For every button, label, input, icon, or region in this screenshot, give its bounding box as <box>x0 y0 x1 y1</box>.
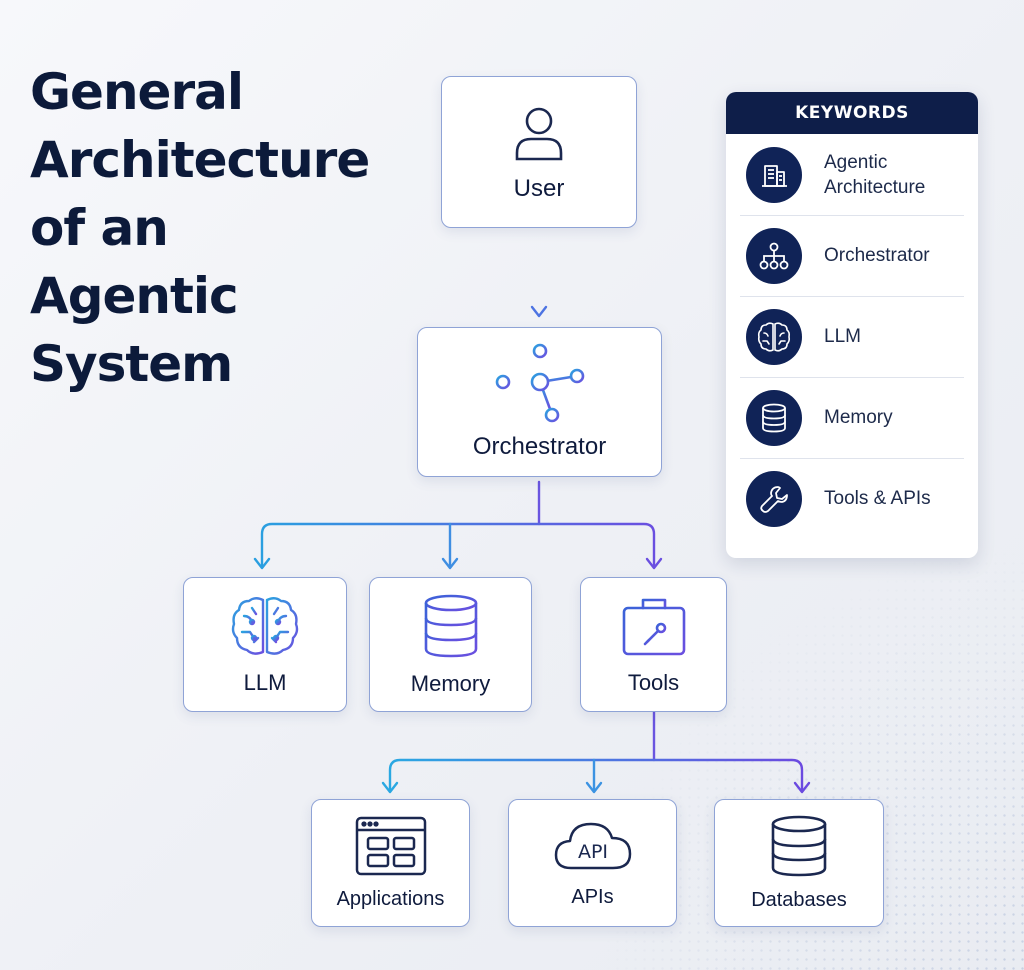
svg-text:API: API <box>577 841 607 863</box>
network-hub-icon <box>495 343 584 423</box>
database-stack-icon <box>424 594 477 657</box>
page-title: General Architecture of an Agentic Syste… <box>30 58 450 398</box>
arrowhead <box>645 557 663 570</box>
applications-node[interactable]: Applications <box>311 799 470 927</box>
wrench-icon <box>746 470 802 527</box>
databases-node[interactable]: Databases <box>714 799 884 927</box>
title-line: Agentic System <box>30 267 239 393</box>
keyword-item: Memory <box>726 377 978 458</box>
arrowhead <box>253 557 271 570</box>
title-line: General <box>30 63 244 121</box>
api-cloud-icon: API <box>554 822 631 869</box>
hierarchy-icon <box>746 227 802 284</box>
tools-label: Tools <box>627 669 680 695</box>
keyword-item: Orchestrator <box>726 215 978 296</box>
arrowhead <box>793 781 811 794</box>
memory-node[interactable]: Memory <box>369 577 532 712</box>
building-icon <box>746 146 802 203</box>
edge-orchestrator-bus <box>260 522 656 568</box>
toolbox-wrench-icon <box>622 598 685 655</box>
databases-label: Databases <box>751 888 847 911</box>
apis-label: APIs <box>571 885 614 908</box>
apis-node[interactable]: API APIs <box>508 799 677 927</box>
arrowhead <box>381 781 399 794</box>
keyword-item: Agentic Architecture <box>726 134 978 215</box>
database-icon <box>746 389 802 446</box>
keywords-panel: KEYWORDS Agentic Architecture <box>726 92 978 558</box>
orchestrator-label: Orchestrator <box>472 433 607 460</box>
orchestrator-node[interactable]: Orchestrator <box>417 327 662 477</box>
llm-label: LLM <box>243 669 287 695</box>
llm-node[interactable]: LLM <box>183 577 347 712</box>
edge-tools-bus <box>388 758 804 792</box>
keyword-label: Orchestrator <box>824 245 930 266</box>
app-window-icon <box>355 816 426 875</box>
memory-label: Memory <box>410 670 491 696</box>
keyword-label: Tools & APIs <box>824 488 931 509</box>
brain-icon <box>231 596 299 655</box>
database-icon <box>771 815 827 876</box>
keyword-item: Tools & APIs <box>726 458 978 539</box>
keyword-label: Memory <box>824 407 893 428</box>
arrowhead <box>441 557 459 570</box>
keyword-item: LLM <box>726 296 978 377</box>
keywords-header: KEYWORDS <box>726 92 978 134</box>
title-line: of an <box>30 199 169 257</box>
user-node[interactable]: User <box>441 76 637 228</box>
arrowhead <box>585 781 603 794</box>
user-label: User <box>513 175 565 202</box>
keyword-label: Agentic Architecture <box>824 151 926 198</box>
applications-label: Applications <box>336 887 445 910</box>
brain-icon <box>746 308 802 365</box>
user-icon <box>515 107 563 161</box>
tools-node[interactable]: Tools <box>580 577 727 712</box>
title-line: Architecture <box>30 131 370 189</box>
arrowhead <box>530 305 548 318</box>
keyword-label: LLM <box>824 326 861 347</box>
